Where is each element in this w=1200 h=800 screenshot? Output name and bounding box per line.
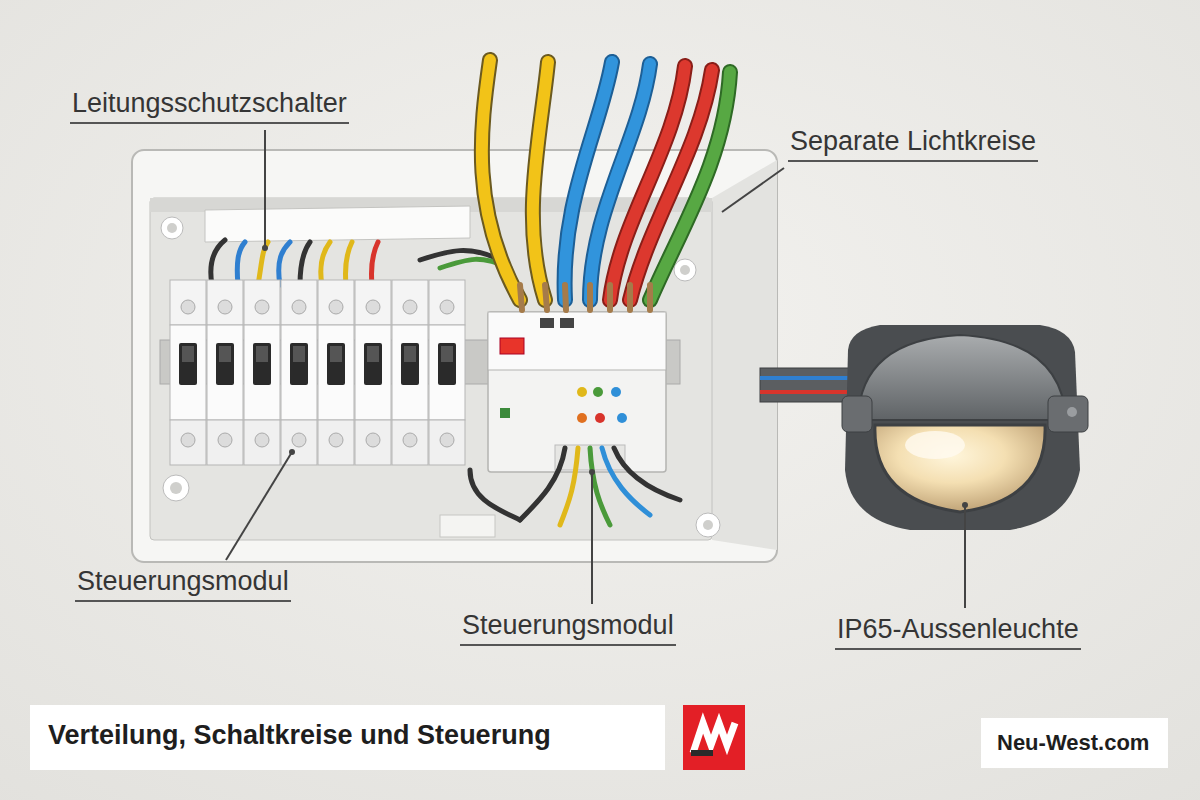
brand-logo: [683, 705, 745, 770]
callout-text: Steuerungsmodul: [75, 566, 291, 602]
callout-label: Steuerungsmodul: [460, 610, 676, 646]
callout-label: Steuerungsmodul: [75, 566, 291, 602]
brand-text: Neu-West.com: [997, 730, 1152, 756]
callout-text: Leitungsschutzschalter: [70, 88, 349, 124]
callout-text: IP65-Aussenleuchte: [835, 614, 1081, 650]
brand-box: Neu-West.com: [981, 718, 1168, 768]
title-text: Verteilung, Schaltkreise und Steuerung: [48, 720, 647, 751]
callout-label: Leitungsschutzschalter: [70, 88, 349, 124]
callout-label: Separate Lichtkreise: [788, 126, 1038, 162]
callout-label: IP65-Aussenleuchte: [835, 614, 1081, 650]
callout-text: Separate Lichtkreise: [788, 126, 1038, 162]
title-box: Verteilung, Schaltkreise und Steuerung: [30, 705, 665, 770]
callout-text: Steuerungsmodul: [460, 610, 676, 646]
